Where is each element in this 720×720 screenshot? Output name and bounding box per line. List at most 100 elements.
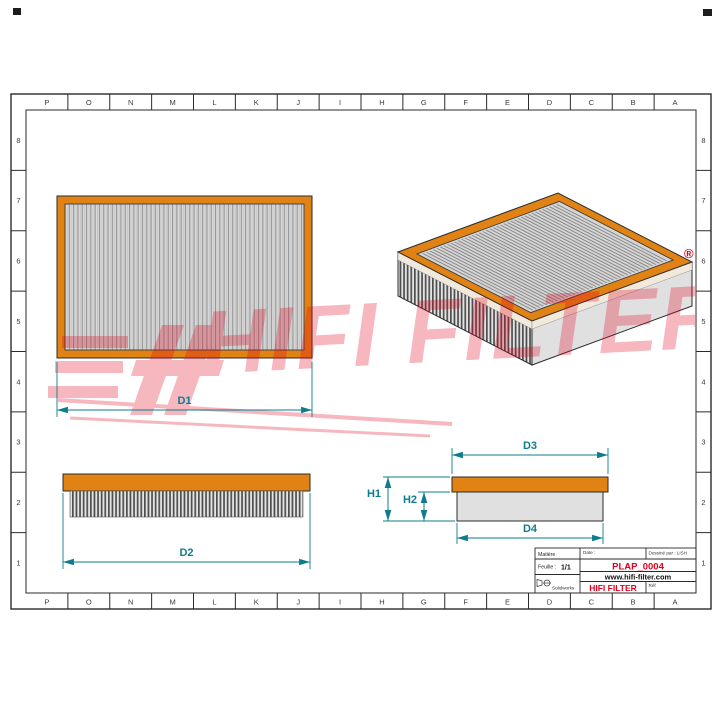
dimension-label: D3 [523,440,537,452]
iso-pleat-line [460,238,573,297]
logo-speed-stripe [62,336,128,348]
iso-pleat-line [496,226,608,284]
side-frame-bar [62,473,311,492]
grid-row-label-left: 4 [16,377,20,386]
iso-pleat-line [541,209,654,267]
dimension-label: H2 [403,494,417,506]
grid-row-label-left: 8 [16,136,20,145]
grid-col-label-bottom: B [631,598,636,607]
iso-pleat-line [425,251,537,309]
dimension-label: D1 [177,395,191,407]
iso-pleat-line [450,242,562,300]
grid-row-label-right: 2 [701,498,705,507]
grid-col-label-bottom: O [86,598,92,607]
sheet-label: Feuille : [538,565,556,571]
title-block-border [534,547,697,594]
grid-row-label-left: 1 [16,558,20,567]
logo-speed-stripe [55,361,123,373]
iso-pleat-line [432,249,544,307]
iso-pleat-line [510,220,622,278]
print-mark [703,9,712,16]
iso-pleat-line [446,244,558,302]
grid-col-label-top: A [673,98,678,107]
dimension-d1: D1 [56,362,313,417]
grid-row-label-right: 6 [701,257,705,266]
iso-pleat-line [548,206,661,264]
iso-pleat-line [499,224,611,282]
grid-row-label-left: 5 [16,317,20,326]
iso-pleat-line [534,211,646,269]
iso-pleat-line [513,219,625,277]
software-label: Solidworks [552,586,575,591]
grid-col-label-bottom: L [212,598,216,607]
filter-iso-view [396,192,694,366]
drawn-by: Dessiné par : LISH [649,551,688,556]
grid-row-label-left: 7 [16,196,20,205]
grid-col-label-top: E [505,98,510,107]
dimension-d3: D3 [451,440,609,474]
iso-pleat-line [538,210,650,268]
logo-bar [164,325,218,415]
title-block: Matière Date : Dessiné par : LISH Feuill… [534,547,697,594]
iso-pleat-line [457,240,569,298]
dimension-d4: D4 [456,523,604,544]
grid-row-label-left: 2 [16,498,20,507]
grid-col-label-bottom: J [296,598,300,607]
iso-pleat-line [439,246,551,304]
grid-col-label-bottom: M [169,598,175,607]
iso-pleat-line [478,232,590,290]
grid-col-label-top: L [212,98,216,107]
iso-pleat-line [468,236,580,294]
grid-col-label-bottom: E [505,598,510,607]
iso-pleat-line [531,213,643,271]
material-label: Matière [538,552,555,558]
iso-pleat-line [552,205,664,263]
grid-col-label-bottom: D [547,598,553,607]
end-frame-bar [451,476,609,493]
iso-pleat-line [506,222,618,280]
grid-row-label-left: 6 [16,257,20,266]
end-body [456,491,604,522]
iso-pleat-line [464,237,576,295]
grid-col-label-top: M [169,98,175,107]
iso-pleat-line [517,218,629,276]
filter-side-view [62,473,311,518]
iso-pleat-line [422,253,534,311]
date-label: Date : [583,550,595,555]
iso-pleat-line [482,231,594,289]
ref-label: Réf [649,583,657,588]
iso-pleat-line [489,228,601,286]
grid-col-label-bottom: A [673,598,678,607]
grid-row-label-right: 8 [701,136,705,145]
iso-pleat-line [556,203,668,261]
grid-row-label-left: 3 [16,438,20,447]
grid-col-label-top: G [421,98,427,107]
iso-pleat-line [485,229,597,287]
iso-pleat-line [503,223,615,281]
grid-col-label-bottom: G [421,598,427,607]
filter-media [64,203,305,351]
grid-row-label-right: 7 [701,196,705,205]
print-mark [13,8,21,15]
dimension-label: H1 [367,488,381,500]
hifi-logo [48,325,224,415]
grid-col-label-top: H [379,98,384,107]
iso-pleat-line [527,214,639,272]
logo-crossbar [131,360,224,376]
iso-pleat-line [471,235,583,293]
sheet-value: 1/1 [561,565,571,572]
grid-ticks [11,94,711,609]
grid-row-label-right: 1 [701,558,705,567]
watermark-speed-line [69,416,431,438]
grid-col-label-top: I [339,98,341,107]
dimension-d2: D2 [62,493,311,569]
grid-col-label-top: D [547,98,553,107]
part-number: PLAP_0004 [612,562,664,573]
grid-col-label-bottom: F [463,598,468,607]
iso-pleat-line [545,207,657,265]
iso-pleat-line [436,248,548,306]
